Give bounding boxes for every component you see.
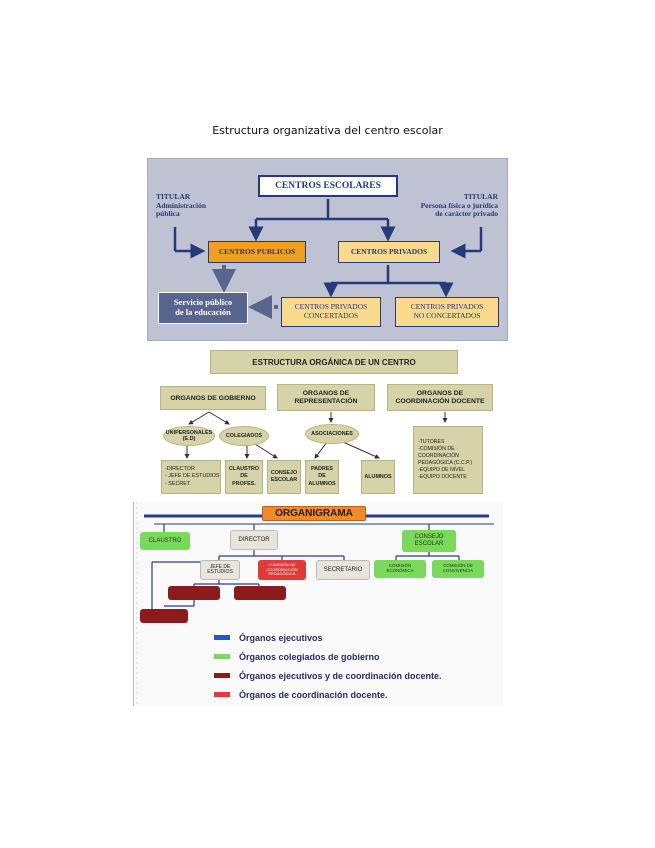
consejo-escolar-node: CONSEJO ESCOLAR [402, 530, 456, 552]
concertados-line-2: CONCERTADOS [303, 311, 359, 320]
coordinacion-line-2: COORDINACIÓN DOCENTE [395, 397, 485, 405]
centros-privados-box: CENTROS PRIVADOS [338, 241, 440, 263]
consejo-line-2: ESCOLAR [270, 477, 298, 483]
centros-publicos-box: CENTROS PUBLICOS [208, 241, 306, 263]
centros-escolares-box: CENTROS ESCOLARES [258, 175, 398, 197]
padres-line-1: PADRES [310, 466, 334, 473]
titular-left-line-1: TITULAR [156, 192, 191, 201]
organigrama-diagram: ORGANIGRAMA CLAUSTRO DIRECTOR CONSEJO ES… [133, 502, 503, 706]
coordinacion-item-4: PEDAGÓGICA (C.C.P.) [418, 460, 473, 466]
economica-line-2: ECONÓMICA [386, 568, 414, 573]
consejo-node-line-2: ESCOLAR [414, 541, 444, 547]
legend-swatch-red [214, 692, 230, 697]
legend-swatch-darkred [214, 673, 230, 678]
legend-swatch-green [214, 654, 230, 659]
servicio-line-2: de la educación [175, 307, 231, 317]
comision-economica-node: COMISIÓN ECONÓMICA [374, 560, 426, 578]
colegiados-ellipse: COLEGIADOS [219, 426, 269, 446]
organic-structure-diagram: ESTRUCTURA ORGÁNICA DE UN CENTRO ORGANOS… [147, 346, 508, 498]
titular-right-line-2: Persona física o jurídica [420, 200, 498, 210]
ccp-line-3: PEDAGÓGICA [268, 571, 296, 577]
ccp-line-1: COMISIÓN DE [268, 562, 296, 568]
structure-connectors [184, 411, 448, 459]
titular-right-line-1: TITULAR [463, 192, 498, 201]
coordinacion-item-2: -COMISIÓN DE [418, 445, 455, 452]
representacion-line-1: ORGANOS DE [302, 389, 350, 397]
representacion-line-2: REPRESENTACIÓN [294, 397, 358, 405]
consejo-node-line-1: CONSEJO [414, 534, 444, 541]
servicio-publico-box: Servicio público de la educación [158, 292, 248, 324]
legend-swatch-blue [214, 635, 230, 640]
organos-gobierno-box: ORGANOS DE GOBIERNO [160, 386, 266, 410]
gobierno-item-3: - SECRET. [165, 480, 192, 487]
jefe-line-2: ESTUDIOS [207, 569, 233, 575]
convivencia-line-1: COMISIÓN DE [443, 563, 473, 569]
comision-convivencia-node: COMISIÓN DE CONVIVENCIA [432, 560, 484, 578]
exec-coord-node-1 [168, 586, 220, 600]
jefe-estudios-node: JEFE DE ESTUDIOS [200, 560, 240, 580]
padres-alumnos-box: PADRES DE ALUMNOS [305, 460, 339, 494]
titular-left-line-3: pública [156, 209, 180, 219]
padres-line-3: ALUMNOS [308, 480, 336, 487]
claustro-box: CLAUSTRO DE PROFES. [225, 460, 263, 494]
coordinacion-list-box: -TUTORES -COMISIÓN DE COORDINACIÓN PEDAG… [413, 426, 483, 494]
legend-item-ejecutivos: Órganos ejecutivos [214, 628, 494, 647]
coordinacion-item-3: COORDINACIÓN [418, 452, 459, 459]
concertados-line-1: CENTROS PRIVADOS [294, 302, 368, 312]
diagram-connectors [173, 199, 483, 319]
ccp-node: COMISIÓN DE COORDINACIÓN PEDAGÓGICA [258, 560, 306, 580]
legend-item-colegiados: Órganos colegiados de gobierno [214, 647, 494, 666]
economica-line-1: COMISIÓN [388, 563, 412, 569]
legend-label-2: Órganos colegiados de gobierno [239, 651, 380, 662]
secretario-node: SECRETARIO [316, 560, 370, 580]
claustro-node: CLAUSTRO [140, 532, 190, 550]
titular-left-line-2: Administración [156, 200, 207, 210]
ccp-line-2: COORDINACIÓN [266, 566, 298, 572]
organos-coordinacion-box: ORGANOS DE COORDINACIÓN DOCENTE [387, 384, 493, 411]
alumnos-box: ALUMNOS [361, 460, 395, 494]
gobierno-item-1: -DIRECTOR [165, 466, 195, 473]
unipersonales-line-2: (E.D) [182, 436, 196, 442]
no-concertados-box: CENTROS PRIVADOS NO CONCERTADOS [395, 297, 499, 327]
legend-label-1: Órganos ejecutivos [239, 632, 323, 643]
gobierno-item-2: - JEFE DE ESTUDIOS [165, 473, 220, 480]
consejo-line-1: CONSEJO [270, 469, 298, 476]
school-centers-diagram: CENTROS ESCOLARES TITULAR Administración… [147, 158, 508, 341]
exec-coord-node-2 [234, 586, 286, 600]
no-concertados-line-1: CENTROS PRIVADOS [410, 302, 484, 312]
coordinacion-item-5: -EQUIPO DE NIVEL [418, 467, 465, 474]
titular-left-label: TITULAR Administración pública [156, 192, 236, 219]
titular-right-label: TITULAR Persona física o jurídica de car… [383, 192, 498, 219]
consejo-escolar-box: CONSEJO ESCOLAR [267, 460, 301, 494]
legend: Órganos ejecutivos Órganos colegiados de… [214, 628, 494, 704]
unipersonales-line-1: UNIPERSONALES [165, 429, 213, 436]
jefe-line-1: JEFE DE [209, 563, 231, 570]
no-concertados-line-2: NO CONCERTADOS [413, 311, 481, 320]
servicio-line-1: Servicio público [173, 297, 233, 308]
padres-line-2: DE [318, 473, 326, 480]
legend-label-4: Órganos de coordinación docente. [239, 689, 388, 700]
exec-coord-node-3 [140, 609, 188, 623]
unipersonales-ellipse: UNIPERSONALES (E.D) [163, 426, 215, 446]
titular-right-line-3: de carácter privado [435, 209, 498, 219]
gobierno-list-box: -DIRECTOR - JEFE DE ESTUDIOS - SECRET. [161, 460, 221, 494]
organigrama-title: ORGANIGRAMA [262, 506, 366, 521]
page-title: Estructura organizativa del centro escol… [212, 124, 443, 137]
organos-representacion-box: ORGANOS DE REPRESENTACIÓN [277, 384, 375, 411]
coordinacion-item-6: -EQUIPO DOCENTE [418, 474, 467, 481]
coordinacion-item-1: -TUTORES [418, 438, 445, 445]
asociaciones-ellipse: ASOCIACIONES [305, 424, 359, 444]
concertados-box: CENTROS PRIVADOS CONCERTADOS [281, 297, 381, 327]
legend-label-3: Órganos ejecutivos y de coordinación doc… [239, 670, 442, 681]
claustro-line-1: CLAUSTRO [229, 466, 259, 473]
coordinacion-line-1: ORGANOS DE [416, 389, 464, 397]
legend-item-coordinacion: Órganos de coordinación docente. [214, 685, 494, 704]
convivencia-line-2: CONVIVENCIA [442, 568, 474, 573]
claustro-line-3: PROFES. [232, 480, 256, 487]
structure-header: ESTRUCTURA ORGÁNICA DE UN CENTRO [210, 350, 458, 374]
claustro-line-2: DE [240, 473, 248, 480]
director-node: DIRECTOR [230, 530, 278, 550]
legend-item-ejecutivos-coord: Órganos ejecutivos y de coordinación doc… [214, 666, 494, 685]
